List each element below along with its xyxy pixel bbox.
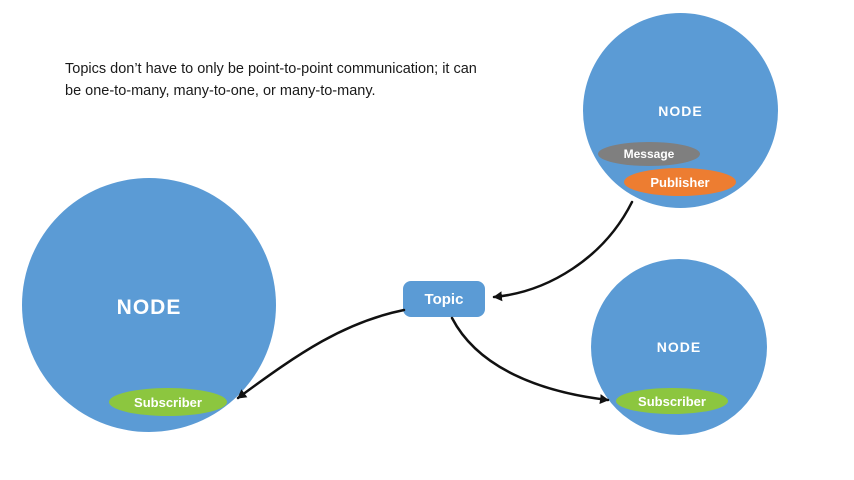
message-label: Message [623,147,675,161]
subscriber-left-ellipse: Subscriber [109,388,227,416]
node-top-right-label: NODE [658,103,703,119]
subscriber-bottom-right-label: Subscriber [638,393,706,409]
arrow-topic-to-bottom-right-subscriber [450,316,610,405]
publisher-label: Publisher [650,174,710,190]
node-bottom-right-label: NODE [656,339,702,355]
publisher-ellipse: Publisher [624,168,736,196]
message-ellipse: Message [598,142,700,166]
description-text: Topics don’t have to only be point-to-po… [65,61,477,100]
arrow-publisher-to-topic [492,200,634,302]
subscriber-bottom-right-ellipse: Subscriber [616,388,728,414]
node-left-label: NODE [116,296,182,319]
subscriber-left-label: Subscriber [134,394,202,410]
topic-label: Topic [424,290,464,308]
topic-box: Topic [403,281,485,317]
